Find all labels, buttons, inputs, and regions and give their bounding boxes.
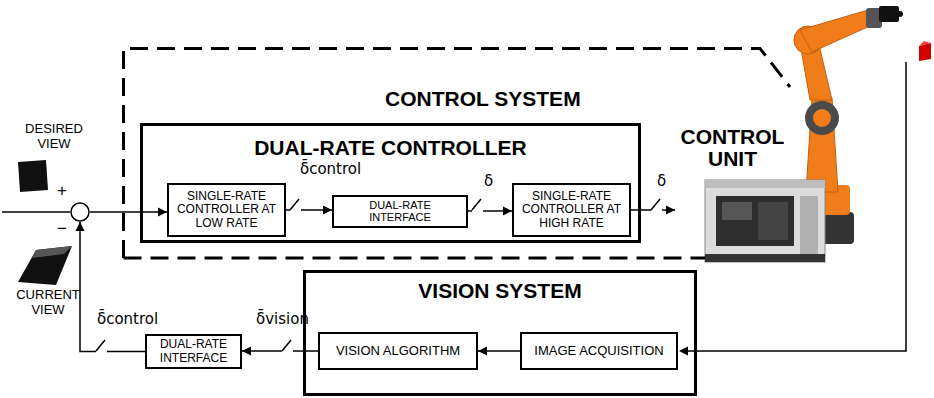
box-label: DUAL-RATE INTERFACE [338, 199, 462, 223]
interface-box: DUAL-RATE INTERFACE [332, 195, 468, 228]
sampler-switch [651, 199, 662, 212]
junction-circle [70, 202, 90, 222]
unit-title: CONTROL UNIT [675, 126, 790, 170]
connector [478, 347, 520, 356]
input-line [2, 211, 70, 213]
target-cube [919, 41, 931, 61]
sign-label: − [57, 220, 67, 237]
region-title: CONTROL SYSTEM [385, 87, 581, 110]
desired-view-icon [18, 160, 48, 192]
sampler-switch [282, 340, 293, 353]
view-label: DESIRED VIEW [14, 122, 94, 152]
control-system-region: CONTROL SYSTEM DUAL-RATE CONTROLLER SINGLE… [122, 47, 827, 259]
connector-line [80, 222, 145, 352]
arrow-head [666, 206, 675, 215]
signal-label: δ [484, 172, 493, 190]
box-label: SINGLE-RATE CONTROLLER AT LOW RATE [173, 190, 280, 230]
connector-line [90, 211, 167, 213]
process-box: SINGLE-RATE CONTROLLER AT HIGH RATE [512, 183, 631, 237]
group-title: VISION SYSTEM [306, 279, 694, 302]
connector [90, 208, 167, 217]
control-unit: CONTROL UNIT [675, 126, 825, 262]
process-box: SINGLE-RATE CONTROLLER AT LOW RATE [167, 183, 286, 237]
arrow-head [503, 207, 512, 216]
signal-label: δ̄control [97, 310, 158, 328]
connector [242, 347, 318, 356]
sampler-switch [472, 199, 483, 212]
sampler-switch [290, 199, 301, 212]
signal-label: δ̄control [300, 160, 361, 178]
box-label: DUAL-RATE INTERFACE [151, 338, 236, 364]
box-label: IMAGE ACQUISITION [534, 344, 663, 358]
box-label: VISION ALGORITHM [336, 344, 460, 358]
signal-label: δ̄vision [256, 310, 309, 328]
connector [76, 222, 146, 352]
vision-system-group: VISION SYSTEM VISION ALGORITHM IMAGE ACQUI… [303, 270, 697, 396]
view-label: CURRENT VIEW [8, 288, 88, 318]
signal-label: δ [657, 172, 666, 190]
group-title: DUAL-RATE CONTROLLER [143, 136, 638, 159]
dual-rate-controller-group: DUAL-RATE CONTROLLER SINGLE-RATE CONTROLL… [140, 123, 641, 243]
box-label: SINGLE-RATE CONTROLLER AT HIGH RATE [518, 190, 625, 230]
arrow-head [158, 208, 167, 217]
summing-junction: +− [70, 202, 90, 222]
interface-box: DUAL-RATE INTERFACE [145, 334, 242, 369]
arrow-head [478, 347, 487, 356]
connector-line [242, 350, 318, 352]
sampler-switch [96, 340, 107, 353]
current-view-icon [18, 246, 72, 285]
circle-outline [71, 203, 89, 221]
sign-label: + [57, 182, 67, 199]
feedback-line [679, 62, 906, 356]
control-unit-cabinet [705, 180, 825, 262]
process-box: VISION ALGORITHM [318, 332, 478, 370]
arrow-head [242, 347, 251, 356]
process-box: IMAGE ACQUISITION [520, 332, 678, 370]
arrow-head [323, 206, 332, 215]
dashed-border [124, 49, 791, 259]
arrow-head [76, 222, 85, 231]
